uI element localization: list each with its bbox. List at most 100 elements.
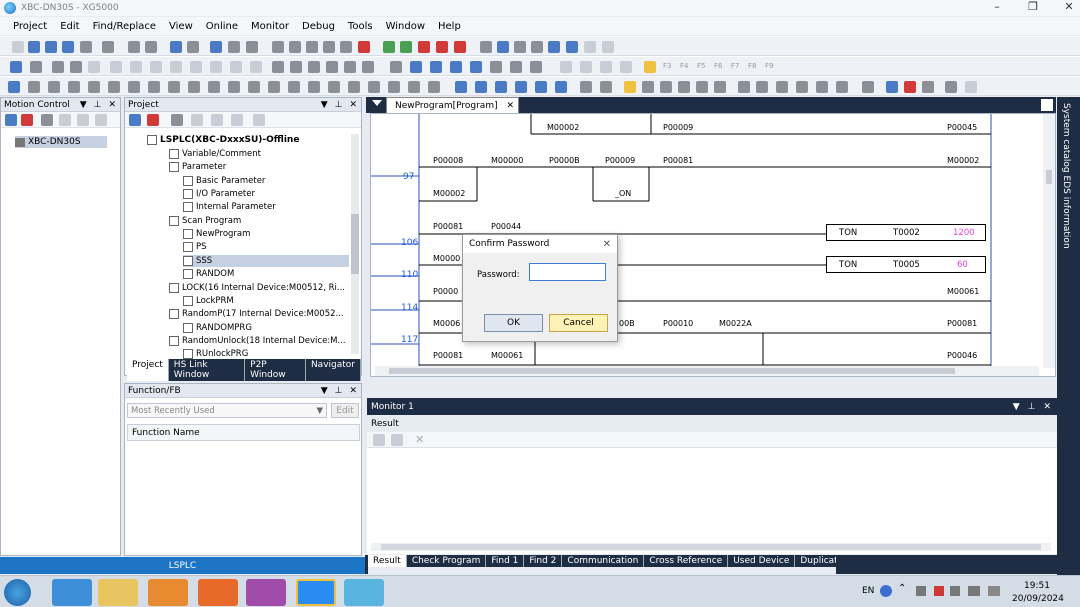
contact16-icon[interactable] (328, 81, 340, 93)
motion-disconnect-icon[interactable] (21, 114, 33, 126)
tab-navigator[interactable]: Navigator (305, 359, 361, 381)
project-check-icon[interactable] (191, 114, 203, 126)
result-clear-icon[interactable]: ✕ (415, 433, 425, 446)
new-file-icon[interactable] (12, 41, 24, 53)
read-icon[interactable] (187, 41, 199, 53)
tree-item[interactable]: RANDOMPRG (183, 322, 252, 334)
pin-icon[interactable]: ⊥ (93, 99, 102, 110)
editor-tab[interactable]: NewProgram[Program] ✕ (386, 97, 519, 113)
copy-icon[interactable] (228, 41, 240, 53)
grid-icon[interactable] (566, 41, 578, 53)
delete-icon[interactable] (358, 41, 370, 53)
window3-icon[interactable] (495, 81, 507, 93)
menu-debug[interactable]: Debug (302, 20, 335, 32)
tree-item[interactable]: PS (183, 241, 207, 253)
tab-find-2[interactable]: Find 2 (524, 555, 563, 567)
contact19-icon[interactable] (388, 81, 400, 93)
gear-icon[interactable] (642, 81, 654, 93)
monitor-icon[interactable] (480, 41, 492, 53)
play-icon[interactable] (52, 61, 64, 73)
zoom-out-icon[interactable] (756, 81, 768, 93)
contact12-icon[interactable] (248, 81, 260, 93)
project-disconnect-icon[interactable] (147, 114, 159, 126)
stop-icon[interactable] (418, 41, 430, 53)
tree-item[interactable]: RUnlockPRG (183, 348, 248, 360)
zoom-in-icon[interactable] (738, 81, 750, 93)
key-f3[interactable]: F3 (663, 62, 672, 70)
result-scrollbar[interactable] (371, 543, 1051, 551)
timer-box[interactable]: TON T0002 1200 (826, 224, 986, 241)
disconnect-icon[interactable] (145, 41, 157, 53)
tray-network-icon[interactable] (916, 586, 926, 596)
stop-edit-icon[interactable] (70, 61, 82, 73)
help-icon[interactable] (880, 585, 892, 597)
editor-h-scrollbar[interactable] (375, 366, 1039, 376)
find-icon[interactable] (497, 41, 509, 53)
contact8-icon[interactable] (168, 81, 180, 93)
contact4-icon[interactable] (88, 81, 100, 93)
motion-tool-icon[interactable] (41, 114, 53, 126)
tab-menu-icon[interactable] (1041, 99, 1053, 111)
contact7-icon[interactable] (148, 81, 160, 93)
menu-help[interactable]: Help (438, 20, 461, 32)
motion-lock-icon[interactable] (77, 114, 89, 126)
open-project-icon[interactable] (45, 41, 57, 53)
dev5-icon[interactable] (190, 61, 202, 73)
view10-icon[interactable] (600, 61, 612, 73)
dev7-icon[interactable] (230, 61, 242, 73)
project-refresh-icon[interactable] (253, 114, 265, 126)
clock-time[interactable]: 19:51 (1024, 581, 1050, 591)
mode-icon[interactable] (30, 61, 42, 73)
tree-item[interactable]: Scan Program (169, 215, 241, 227)
project-scrollbar[interactable] (351, 134, 359, 354)
view5-icon[interactable] (490, 61, 502, 73)
tree-item[interactable]: RandomP(17 Internal Device:M0052... (169, 308, 344, 320)
key-f8[interactable]: F8 (748, 62, 757, 70)
tab-hs-link[interactable]: HS Link Window (168, 359, 246, 381)
close-icon[interactable]: ✕ (1043, 401, 1051, 412)
view2-icon[interactable] (430, 61, 442, 73)
tool-g-icon[interactable] (945, 81, 957, 93)
save-icon[interactable] (62, 41, 74, 53)
close-tab-icon[interactable]: ✕ (506, 100, 514, 111)
key-f4[interactable]: F4 (680, 62, 689, 70)
project-lock-icon[interactable] (211, 114, 223, 126)
gear4-icon[interactable] (696, 81, 708, 93)
tray-alert-icon[interactable] (934, 586, 944, 596)
tab-project[interactable]: Project (127, 359, 169, 381)
dev-icon[interactable] (110, 61, 122, 73)
tool-h-icon[interactable] (965, 81, 977, 93)
view3-icon[interactable] (450, 61, 462, 73)
tool-e-icon[interactable] (862, 81, 874, 93)
cpu5-icon[interactable] (362, 61, 374, 73)
dropdown-icon[interactable]: ▼ (1012, 401, 1020, 412)
contact17-icon[interactable] (348, 81, 360, 93)
internet-explorer-icon[interactable] (52, 579, 92, 606)
back-icon[interactable] (584, 41, 596, 53)
view9-icon[interactable] (580, 61, 592, 73)
contact2-icon[interactable] (48, 81, 60, 93)
cpu3-icon[interactable] (326, 61, 338, 73)
pin-icon[interactable]: ⊥ (334, 385, 343, 396)
tool-b-icon[interactable] (796, 81, 808, 93)
ladder-icon[interactable] (10, 61, 22, 73)
media-player-icon[interactable] (148, 579, 188, 606)
dropdown-icon[interactable]: ▼ (320, 99, 328, 110)
system-catalog-tab[interactable]: System catalog EDS information (1061, 103, 1071, 249)
reset-icon[interactable] (454, 41, 466, 53)
dropdown-icon[interactable]: ▼ (320, 385, 328, 396)
password-input[interactable] (529, 263, 606, 281)
contact20-icon[interactable] (408, 81, 420, 93)
clock-date[interactable]: 20/09/2024 (1012, 594, 1064, 604)
tree-item[interactable]: LOCK(16 Internal Device:M00512, Ri... (169, 282, 345, 294)
xg5000-taskbar-icon[interactable] (344, 579, 384, 606)
close-icon[interactable]: ✕ (349, 385, 357, 396)
motion-copy-icon[interactable] (95, 114, 107, 126)
dev4-icon[interactable] (170, 61, 182, 73)
window7-icon[interactable] (580, 81, 592, 93)
print-icon[interactable] (80, 41, 92, 53)
tool-d-icon[interactable] (836, 81, 848, 93)
project-connect-icon[interactable] (129, 114, 141, 126)
file-explorer-icon[interactable] (98, 579, 138, 606)
tree-item[interactable]: Variable/Comment (169, 148, 261, 160)
